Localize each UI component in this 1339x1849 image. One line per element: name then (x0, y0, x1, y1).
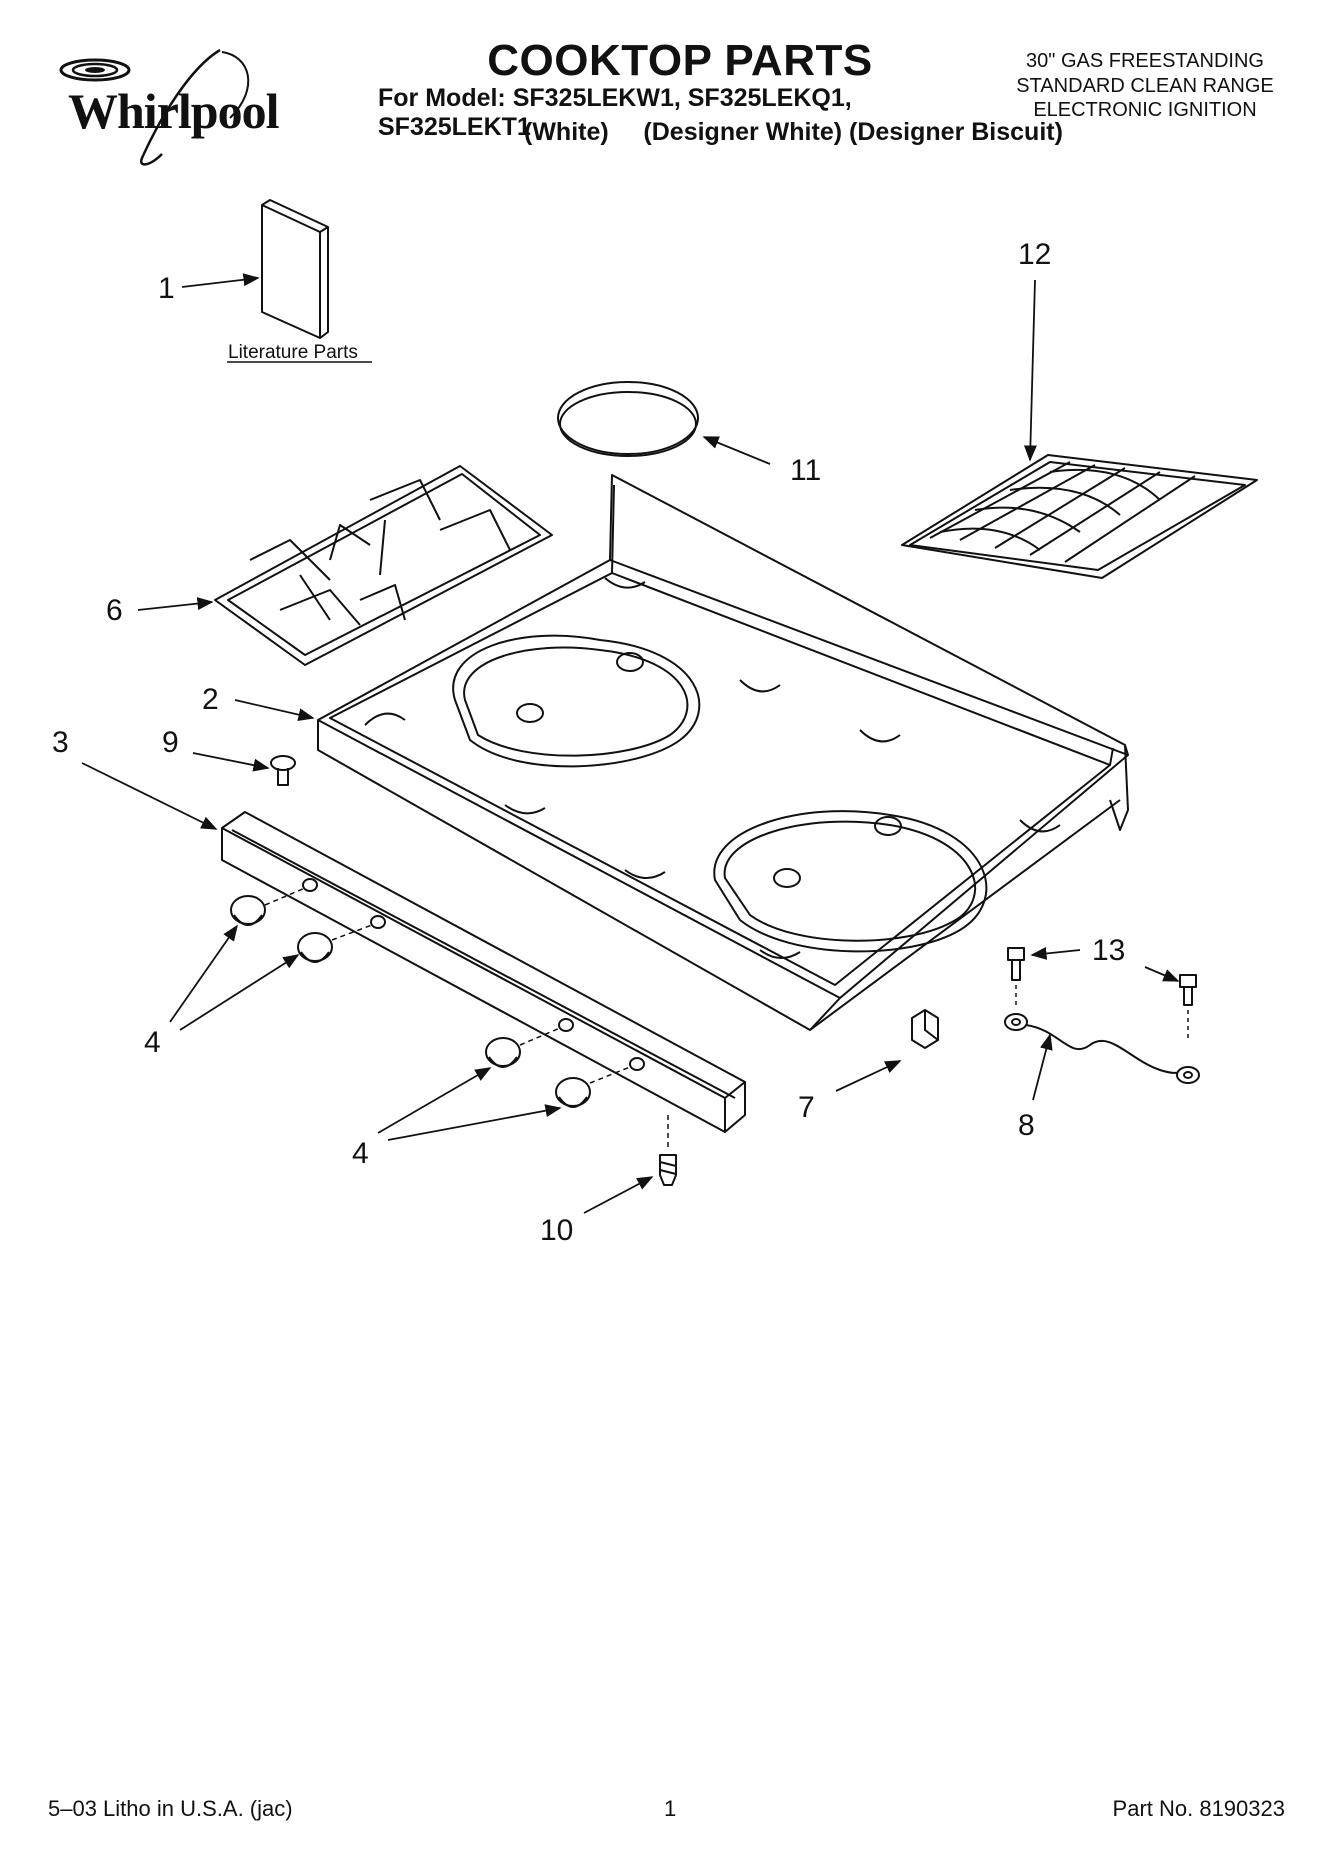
screw-part (659, 1115, 677, 1186)
burner-cap-disc (557, 381, 699, 457)
arrow-4b (179, 954, 300, 1031)
control-knob-1 (230, 887, 306, 926)
footer-litho: 5–03 Litho in U.S.A. (jac) (48, 1796, 293, 1821)
arrow-1 (181, 273, 260, 288)
pin-part (270, 755, 296, 786)
spec-line-2: STANDARD CLEAN RANGE (1016, 75, 1274, 97)
arrow-3 (81, 762, 218, 830)
cooktop-panel (317, 474, 1129, 1031)
burner-grate (214, 465, 553, 666)
arrow-4a (169, 924, 238, 1023)
arrow-6 (137, 597, 214, 611)
callout-1: 1 (158, 272, 175, 305)
footer-part-number: Part No. 8190323 (1112, 1796, 1285, 1821)
callout-11: 11 (790, 454, 821, 487)
spec-line-1: 30" GAS FREESTANDING (1026, 50, 1264, 72)
brand-name: Whirlpool (68, 83, 279, 139)
callout-10: 10 (540, 1214, 573, 1247)
color-line: (White) (Designer White) (Designer Biscu… (524, 118, 1063, 146)
whirlpool-swirl-icon (59, 48, 250, 166)
callout-7: 7 (798, 1091, 815, 1124)
page-title: COOKTOP PARTS (487, 36, 873, 85)
arrow-4c (377, 1067, 492, 1134)
spec-line-3: ELECTRONIC IGNITION (1033, 99, 1257, 121)
model-line: For Model: SF325LEKW1, SF325LEKQ1, SF325… (378, 84, 852, 141)
griddle-grate (901, 454, 1258, 579)
arrow-13b (1144, 966, 1180, 982)
control-knob-4 (555, 1066, 631, 1108)
ground-screw-left (1007, 947, 1025, 1005)
whirlpool-logo: Whirlpool (50, 48, 290, 168)
exploded-parts-diagram: 1 2 3 9 6 11 12 4 4 13 7 8 10 Literature… (52, 199, 1258, 1247)
ground-wire (1004, 1013, 1200, 1084)
callout-4-right: 4 (352, 1137, 369, 1170)
literature-parts-label: Literature Parts (228, 342, 358, 363)
arrow-12 (1023, 279, 1037, 462)
control-panel-strip (221, 811, 746, 1133)
ground-screw-right (1179, 974, 1197, 1038)
callout-8: 8 (1018, 1109, 1035, 1142)
arrow-10 (583, 1176, 654, 1214)
callout-13: 13 (1092, 934, 1125, 967)
literature-booklet (261, 199, 329, 339)
control-knob-2 (297, 924, 373, 963)
clip-part (911, 1009, 939, 1049)
callout-4-left: 4 (144, 1026, 161, 1059)
footer-page-number: 1 (664, 1796, 677, 1821)
callout-2: 2 (202, 683, 219, 716)
arrow-13a (1030, 947, 1081, 960)
arrow-9 (192, 752, 270, 772)
callout-9: 9 (162, 726, 179, 759)
callout-6: 6 (106, 594, 123, 627)
arrow-8 (1032, 1033, 1053, 1101)
arrow-2 (234, 699, 315, 722)
callout-12: 12 (1018, 238, 1051, 271)
control-knob-3 (485, 1027, 561, 1068)
arrow-7 (835, 1060, 902, 1092)
arrow-11 (702, 436, 771, 465)
callout-3: 3 (52, 726, 69, 759)
arrow-4d (387, 1104, 562, 1141)
